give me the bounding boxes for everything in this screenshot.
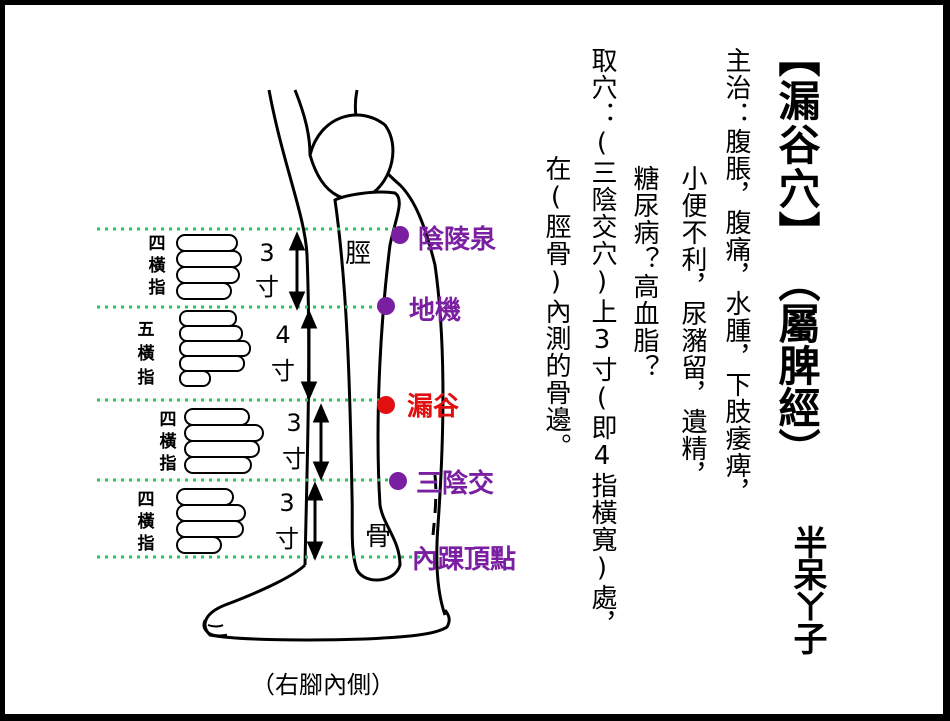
tibia-label-lower: 骨 bbox=[365, 522, 391, 552]
author-credit: 半呆ㄚ子 bbox=[787, 525, 827, 653]
point-marker-diji bbox=[377, 297, 395, 315]
cun-label-3-unit: 寸 bbox=[282, 445, 306, 473]
cun-label-1-unit: 寸 bbox=[255, 273, 279, 301]
arrow-2-head-down bbox=[300, 381, 318, 401]
finger-label-1-b: 橫 bbox=[149, 255, 167, 276]
foot-outline bbox=[203, 563, 451, 642]
measure-arrows bbox=[288, 231, 330, 561]
caption: （右腳內側） bbox=[251, 671, 395, 699]
arrow-3-head-down bbox=[312, 461, 330, 481]
arrow-1-head-up bbox=[288, 231, 306, 251]
finger-group-4 bbox=[176, 488, 246, 554]
arrow-1-head-down bbox=[288, 291, 306, 311]
finger-label-3-c: 指 bbox=[160, 453, 177, 474]
leg-diagram: 四 橫 指 五 橫 指 四 橫 指 四 橫 指 3 寸 4 寸 3 寸 3 寸 … bbox=[97, 89, 516, 699]
arrow-4-head-down bbox=[306, 541, 324, 561]
cun-label-4-unit: 寸 bbox=[275, 525, 299, 553]
finger-label-3-b: 橫 bbox=[160, 431, 178, 452]
point-label-yinlingquan: 陰陵泉 bbox=[418, 224, 497, 255]
indications-line-1: 主治：腹脹，腹痛，水腫，下肢痿痺， bbox=[721, 47, 751, 506]
tibia-label-upper: 脛 bbox=[345, 239, 371, 269]
finger-group-1 bbox=[176, 234, 242, 300]
finger-label-4-a: 四 bbox=[138, 490, 155, 510]
finger-label-2-a: 五 bbox=[138, 320, 155, 340]
level-lines bbox=[97, 227, 420, 559]
cun-label-4-num: 3 bbox=[279, 489, 294, 517]
point-label-lougu: 漏谷 bbox=[407, 392, 460, 422]
cun-label-2-num: 4 bbox=[275, 321, 290, 349]
point-label-diji: 地機 bbox=[409, 296, 461, 326]
indications-line-3: 糖尿病？高血脂？ bbox=[629, 165, 659, 381]
femur-outline bbox=[293, 89, 312, 156]
arrow-3-head-up bbox=[312, 403, 330, 423]
knee-outline bbox=[308, 113, 395, 201]
finger-label-1-c: 指 bbox=[149, 277, 166, 298]
point-marker-yinlingquan bbox=[391, 226, 409, 244]
cun-label-2-unit: 寸 bbox=[271, 357, 295, 385]
finger-label-1-a: 四 bbox=[149, 234, 166, 254]
finger-label-4-b: 橫 bbox=[138, 511, 156, 532]
calf-dashed-line bbox=[431, 474, 438, 536]
cun-label-1-num: 3 bbox=[259, 239, 274, 267]
finger-label-3-a: 四 bbox=[160, 410, 177, 430]
finger-label-4-c: 指 bbox=[138, 533, 155, 554]
big-toe bbox=[202, 619, 228, 637]
point-marker-lougu bbox=[377, 396, 395, 414]
finger-label-2-b: 橫 bbox=[138, 343, 156, 364]
cun-label-3-num: 3 bbox=[286, 409, 301, 437]
point-label-sanyinjiao: 三陰交 bbox=[416, 468, 494, 499]
point-label-medial-malleolus: 內踝頂點 bbox=[412, 545, 516, 575]
meridian-label: （屬脾經） bbox=[772, 260, 821, 470]
arrow-4-head-up bbox=[306, 481, 324, 501]
diagram-frame: 四 橫 指 五 橫 指 四 橫 指 四 橫 指 3 寸 4 寸 3 寸 3 寸 … bbox=[5, 5, 943, 714]
finger-group-2 bbox=[179, 310, 251, 387]
location-line-1: 取穴：(三陰交穴)上3寸(即4指橫寬)處， bbox=[587, 47, 617, 638]
acupoint-title: 【漏谷穴】 bbox=[772, 35, 821, 255]
point-marker-sanyinjiao bbox=[389, 472, 407, 490]
finger-group-3 bbox=[184, 408, 264, 474]
tibia-outline bbox=[333, 190, 402, 582]
toenail bbox=[207, 624, 224, 628]
arrow-2-head-up bbox=[300, 309, 318, 329]
indications-line-2: 小便不利，尿瀦留，遺精， bbox=[677, 165, 707, 489]
location-line-2: 在(脛骨)內測的骨邊。 bbox=[541, 155, 571, 460]
finger-label-2-c: 指 bbox=[138, 367, 155, 388]
